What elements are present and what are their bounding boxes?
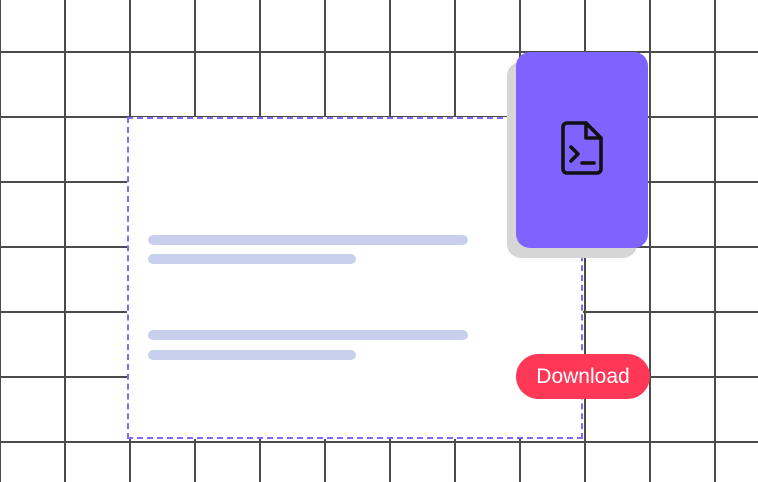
code-brackets-icon (156, 152, 206, 188)
text-placeholder-line (148, 235, 468, 245)
text-placeholder-line (148, 350, 356, 360)
file-terminal-icon (560, 120, 604, 181)
text-placeholder-line (148, 254, 356, 264)
file-card[interactable] (516, 52, 648, 248)
download-button[interactable]: Download (516, 354, 650, 399)
text-placeholder-line (148, 330, 468, 340)
